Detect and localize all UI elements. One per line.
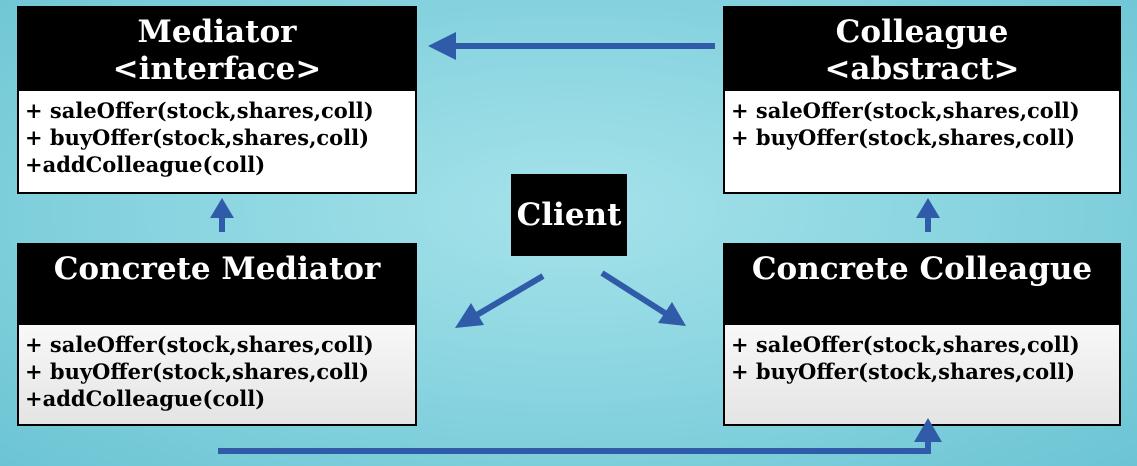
client-to-concrete-mediator-arrow [455, 273, 545, 328]
method-item: + buyOffer(stock,shares,coll) [25, 359, 370, 384]
method-item: + buyOffer(stock,shares,coll) [731, 359, 1076, 384]
method-item: + buyOffer(stock,shares,coll) [731, 125, 1076, 150]
concrete-colleague-methods: + saleOffer(stock,shares,coll) + buyOffe… [725, 325, 1119, 424]
colleague-to-mediator-arrow [428, 32, 715, 60]
method-item: +addColleague(coll) [25, 386, 266, 411]
mediator-to-concrete-colleague-arrow [218, 418, 942, 454]
concrete-colleague-inherits-arrow [916, 198, 940, 232]
method-item: + saleOffer(stock,shares,coll) [731, 332, 1080, 357]
mediator-header: Mediator <interface> [19, 8, 415, 91]
client-to-concrete-colleague-arrow [600, 270, 686, 326]
colleague-title: Colleague [835, 14, 1009, 50]
method-item: + saleOffer(stock,shares,coll) [731, 98, 1080, 123]
mediator-interface-box: Mediator <interface> + saleOffer(stock,s… [17, 6, 417, 194]
colleague-header: Colleague <abstract> [725, 8, 1119, 91]
colleague-stereotype: <abstract> [824, 51, 1020, 87]
colleague-abstract-box: Colleague <abstract> + saleOffer(stock,s… [723, 6, 1121, 194]
concrete-mediator-title: Concrete Mediator [53, 251, 381, 287]
client-label: Client [516, 197, 622, 233]
method-item: + buyOffer(stock,shares,coll) [25, 125, 370, 150]
method-item: +addColleague(coll) [25, 152, 266, 177]
method-item: + saleOffer(stock,shares,coll) [25, 98, 374, 123]
method-item: + saleOffer(stock,shares,coll) [25, 332, 374, 357]
concrete-mediator-inherits-arrow [210, 198, 234, 232]
concrete-mediator-methods: + saleOffer(stock,shares,coll) + buyOffe… [19, 325, 415, 424]
colleague-methods: + saleOffer(stock,shares,coll) + buyOffe… [725, 91, 1119, 192]
client-box: Client [511, 174, 627, 256]
concrete-mediator-header: Concrete Mediator [19, 245, 415, 325]
mediator-methods: + saleOffer(stock,shares,coll) + buyOffe… [19, 91, 415, 192]
concrete-colleague-box: Concrete Colleague + saleOffer(stock,sha… [723, 243, 1121, 426]
concrete-mediator-box: Concrete Mediator + saleOffer(stock,shar… [17, 243, 417, 426]
mediator-title: Mediator [137, 14, 297, 50]
concrete-colleague-header: Concrete Colleague [725, 245, 1119, 325]
mediator-stereotype: <interface> [112, 51, 322, 87]
concrete-colleague-title: Concrete Colleague [751, 251, 1093, 287]
